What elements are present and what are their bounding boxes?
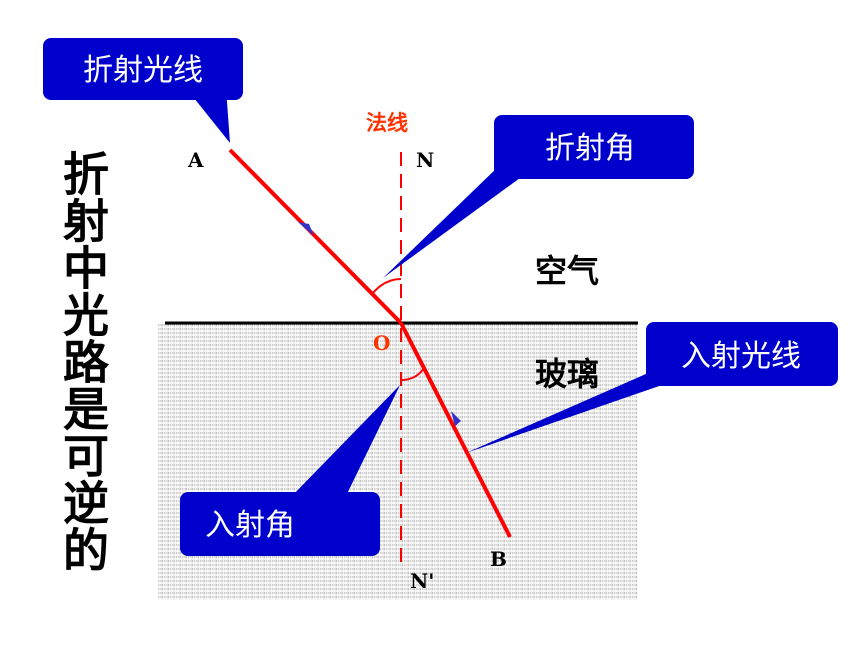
normal-label: 法线 <box>366 111 408 135</box>
callout-incident-ray-text: 入射光线 <box>681 339 801 374</box>
callout-incidence-angle-text: 入射角 <box>205 508 295 543</box>
callout-refracted-ray-text: 折射光线 <box>83 53 203 88</box>
callout-incident-ray: 入射光线 <box>466 322 838 453</box>
point-a-label: A <box>187 148 204 172</box>
arrow-lower-icon <box>451 411 461 426</box>
ray-ob <box>399 322 512 538</box>
ray-ao <box>228 148 403 325</box>
arrow-upper-icon <box>298 222 314 236</box>
glass-label: 玻璃 <box>535 355 599 393</box>
point-b-label: B <box>490 547 507 571</box>
point-n-label: N <box>416 148 434 172</box>
angle-arc-bottom <box>400 367 425 381</box>
angle-arc-top <box>372 278 402 294</box>
callout-refraction-angle-text: 折射角 <box>545 131 635 166</box>
callout-refracted-ray: 折射光线 <box>43 38 243 143</box>
point-n-prime-label: N' <box>410 569 434 593</box>
callout-refraction-angle: 折射角 <box>383 115 694 278</box>
callout-incidence-angle: 入射角 <box>180 385 400 556</box>
point-o-label: O <box>373 331 390 355</box>
air-label: 空气 <box>535 252 599 290</box>
vertical-title: 折射中光路是可逆的 <box>56 150 110 573</box>
